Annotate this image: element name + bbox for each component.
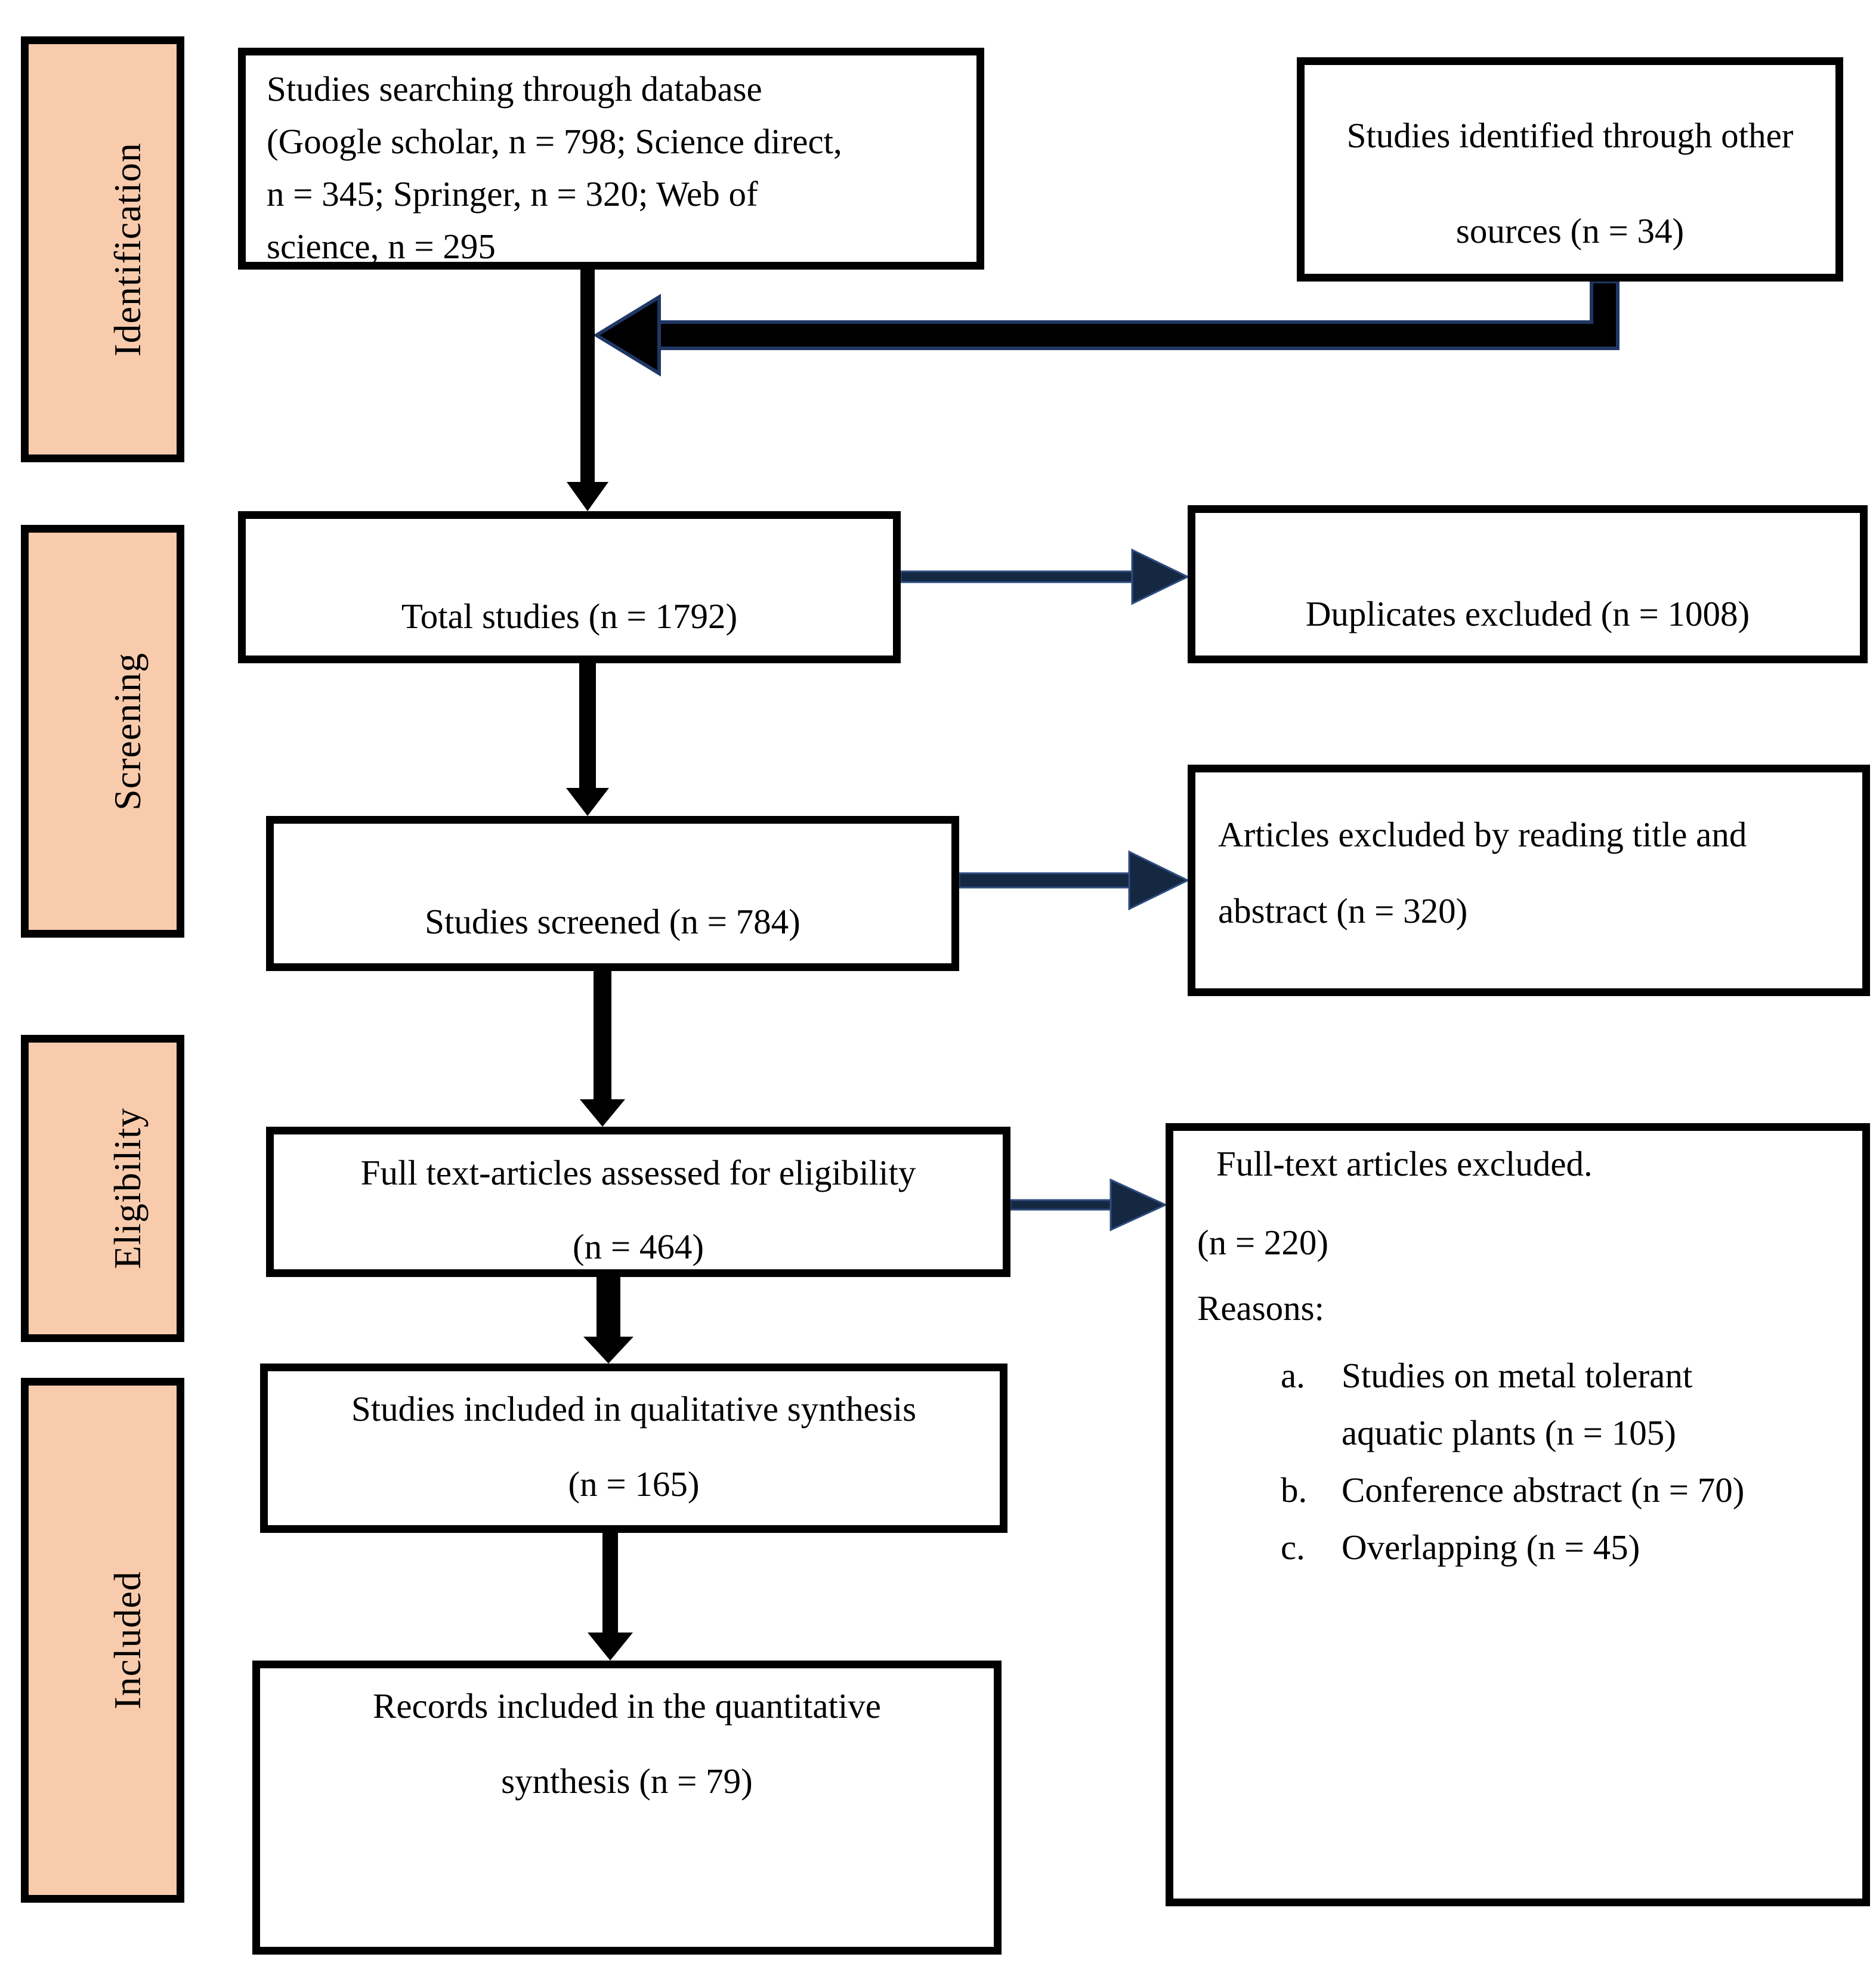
list-marker: b. <box>1281 1470 1308 1510</box>
list-item-text: Studies on metal tolerant aquatic plants… <box>1342 1347 1692 1461</box>
text-line: (n = 165) <box>568 1464 700 1504</box>
text-line: Records included in the quantitative <box>373 1686 881 1726</box>
text-line: sources (n = 34) <box>1455 211 1685 251</box>
box-quantitative-synthesis: Records included in the quantitative syn… <box>252 1661 1002 1955</box>
list-marker: c. <box>1281 1528 1305 1567</box>
text-line: Full text-articles assessed for eligibil… <box>360 1153 916 1192</box>
text-line: (n = 464) <box>572 1227 704 1266</box>
text-line: Articles excluded by reading title and <box>1218 815 1747 854</box>
box-database-search: Studies searching through database (Goog… <box>238 48 984 270</box>
text-line: n = 345; Springer, n = 320; Web of <box>267 174 758 214</box>
text-line: Reasons: <box>1197 1288 1325 1328</box>
text-line: Studies identified through other <box>1346 116 1794 155</box>
text-line: Overlapping (n = 45) <box>1342 1528 1640 1567</box>
box-qualitative-synthesis: Studies included in qualitative synthesi… <box>260 1364 1007 1533</box>
stage-label: Identification <box>106 142 149 357</box>
arrow-total-to-duplicates <box>900 548 1190 605</box>
text-line: (n = 220) <box>1197 1223 1329 1262</box>
arrow-other-sources-to-total <box>593 280 1620 377</box>
arrow-screened-to-excluded <box>958 850 1190 911</box>
list-item-text: Overlapping (n = 45) <box>1342 1519 1640 1576</box>
text-line: abstract (n = 320) <box>1218 891 1468 930</box>
text-line: Studies searching through database <box>267 69 762 109</box>
box-fulltext-assessed: Full text-articles assessed for eligibil… <box>266 1127 1010 1277</box>
box-studies-screened: Studies screened (n = 784) <box>266 816 959 971</box>
box-fulltext-excluded: Full-text articles excluded. (n = 220) R… <box>1166 1123 1870 1906</box>
list-item: a. Studies on metal tolerant aquatic pla… <box>1197 1347 1862 1461</box>
box-other-sources: Studies identified through other sources… <box>1297 57 1843 282</box>
arrow-database-to-total <box>567 270 608 511</box>
text-line: science, n = 295 <box>267 227 496 266</box>
exclusion-reasons-list: a. Studies on metal tolerant aquatic pla… <box>1197 1347 1862 1576</box>
text-line: aquatic plants (n = 105) <box>1342 1413 1676 1452</box>
arrow-screened-to-fulltext <box>580 971 625 1127</box>
list-marker: a. <box>1281 1356 1305 1395</box>
text-line: Full-text articles excluded. <box>1216 1144 1593 1183</box>
text-line: Conference abstract (n = 70) <box>1342 1470 1745 1510</box>
stage-included: Included <box>21 1378 184 1903</box>
stage-label: Included <box>106 1571 149 1709</box>
arrow-fulltext-to-qualitative <box>583 1277 633 1364</box>
stage-identification: Identification <box>21 36 184 462</box>
box-duplicates-excluded: Duplicates excluded (n = 1008) <box>1188 505 1868 663</box>
stage-eligibility: Eligibility <box>21 1035 184 1342</box>
list-item: c. Overlapping (n = 45) <box>1197 1519 1862 1576</box>
arrow-total-to-screened <box>566 663 609 816</box>
arrow-fulltext-to-excluded <box>1009 1178 1168 1232</box>
stage-screening: Screening <box>21 525 184 938</box>
box-title-abstract-excluded: Articles excluded by reading title and a… <box>1188 765 1870 996</box>
text-line: Studies screened (n = 784) <box>425 902 801 941</box>
list-item: b. Conference abstract (n = 70) <box>1197 1461 1862 1519</box>
text-line: Studies on metal tolerant <box>1342 1356 1693 1395</box>
box-total-studies: Total studies (n = 1792) <box>238 511 901 663</box>
arrow-qualitative-to-quantitative <box>588 1533 633 1661</box>
list-item-text: Conference abstract (n = 70) <box>1342 1461 1744 1519</box>
stage-label: Eligibility <box>106 1108 149 1269</box>
text-line: synthesis (n = 79) <box>501 1761 753 1801</box>
text-line: Studies included in qualitative synthesi… <box>351 1389 917 1429</box>
text-line: (Google scholar, n = 798; Science direct… <box>267 122 842 161</box>
stage-label: Screening <box>106 652 149 811</box>
text-line: Duplicates excluded (n = 1008) <box>1305 594 1750 633</box>
text-line: Total studies (n = 1792) <box>401 596 738 636</box>
